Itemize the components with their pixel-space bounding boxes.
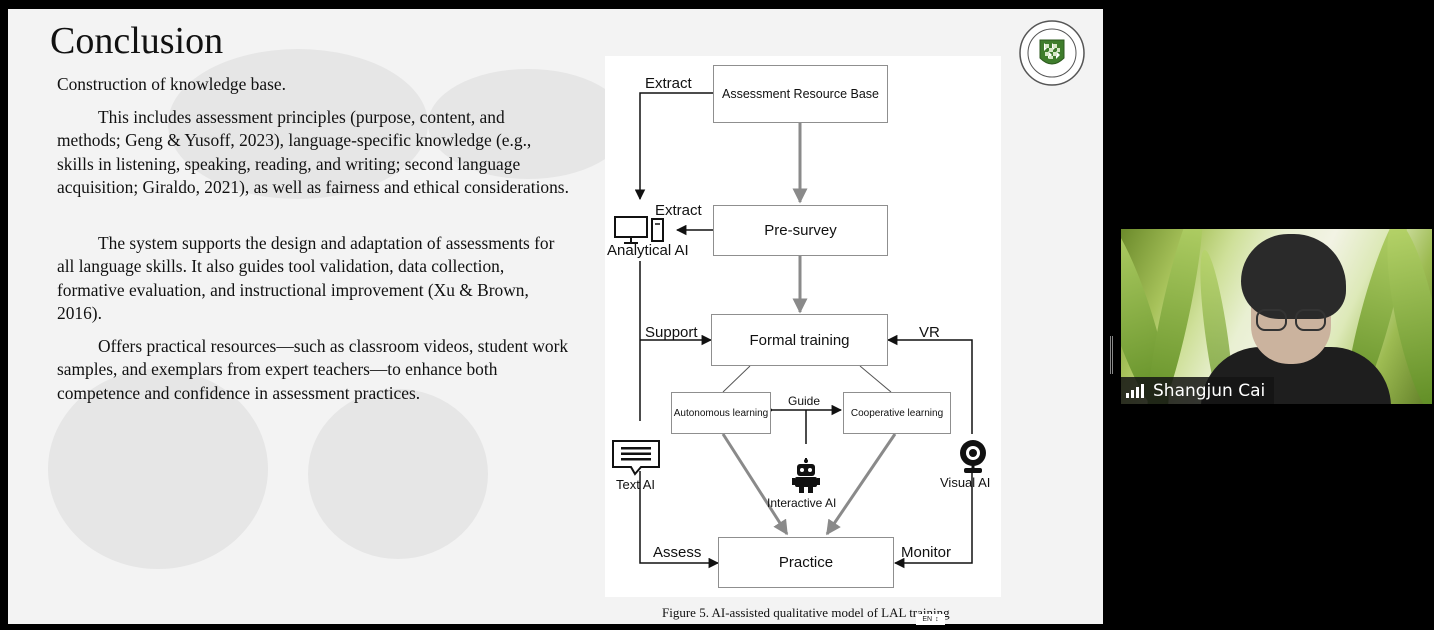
robot-icon (792, 458, 820, 498)
support-label: Support (645, 324, 698, 341)
autonomous-learning-box: Autonomous learning (671, 392, 771, 434)
extract-mid-label: Extract (655, 202, 702, 219)
vr-label: VR (919, 324, 940, 341)
arrows-icon: ↕ (935, 616, 939, 623)
presentation-slide: Conclusion Construction of knowledge bas… (8, 9, 1103, 624)
paragraph-2: The system supports the design and adapt… (57, 233, 555, 323)
extract-top-label: Extract (645, 75, 692, 92)
language-indicator[interactable]: EN ↕ (916, 614, 945, 625)
interactive-ai-label: Interactive AI (767, 496, 837, 510)
subtitle-text: Construction of knowledge base. (57, 74, 286, 94)
webcam-icon (958, 438, 988, 478)
participant-name-tag: Shangjun Cai (1121, 377, 1274, 404)
glasses (1295, 309, 1326, 331)
university-seal-logo (1019, 20, 1085, 86)
glasses (1256, 309, 1287, 331)
practice-box: Practice (718, 537, 894, 588)
map-watermark (428, 69, 628, 179)
computer-icon (613, 215, 667, 249)
cooperative-learning-box: Cooperative learning (843, 392, 951, 434)
map-watermark (308, 389, 488, 559)
language-code: EN (922, 616, 933, 623)
slide-title: Conclusion (50, 20, 224, 62)
analytical-ai-label: Analytical AI (607, 242, 689, 259)
map-watermark (168, 49, 428, 199)
person-hair (1241, 234, 1346, 319)
panel-resize-handle[interactable] (1110, 336, 1113, 374)
participant-video[interactable] (1121, 229, 1432, 404)
figure-caption: Figure 5. AI-assisted qualitative model … (662, 605, 950, 620)
guide-label: Guide (788, 394, 821, 408)
map-watermark (48, 369, 268, 569)
assessment-resource-base-box: Assessment Resource Base (713, 65, 888, 123)
diagram-connectors (634, 92, 973, 569)
figure-diagram: Assessment Resource Base Pre-survey Form… (605, 56, 1001, 597)
paragraph-1: This includes assessment principles (pur… (57, 107, 569, 197)
formal-training-box: Formal training (711, 314, 888, 366)
paragraph-3: Offers practical resources—such as class… (57, 336, 569, 403)
visual-ai-label: Visual AI (940, 475, 991, 490)
monitor-label: Monitor (901, 544, 952, 561)
assess-label: Assess (653, 544, 702, 561)
pre-survey-box: Pre-survey (713, 205, 888, 256)
signal-strength-icon (1126, 383, 1144, 398)
participant-name: Shangjun Cai (1153, 380, 1266, 401)
text-ai-label: Text AI (616, 477, 656, 492)
chat-bubble-icon (611, 439, 661, 481)
